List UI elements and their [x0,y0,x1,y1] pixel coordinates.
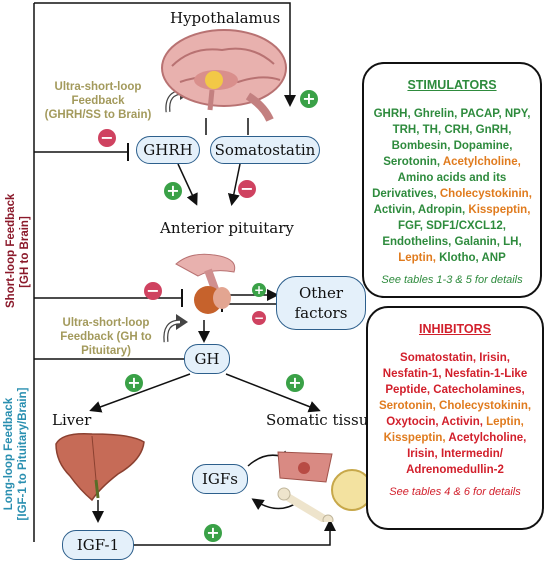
stimulators-item: ANP [481,252,506,264]
stimulators-item: GnRH [475,124,509,136]
short-loop-line1: Short-loop Feedback [5,193,17,308]
inhibitors-item: Kisspeptin [383,432,443,444]
long-loop-line1: Long-loop Feedback [3,397,15,511]
stimulators-item: CRH [444,124,470,136]
stimulators-title: STIMULATORS [407,78,497,92]
stimulators-item: Leptin [398,252,433,264]
stimulators-item: Ghrelin [413,108,455,120]
stimulators-item: LH [503,236,519,248]
plus-icon: + [286,374,304,392]
igf1-node: IGF-1 [62,530,134,560]
pituitary-illustration [175,253,236,314]
stimulators-panel: STIMULATORS GHRH, Ghrelin, PACAP, NPY, T… [362,62,542,298]
minus-icon: − [144,282,162,300]
plus-icon: + [300,90,318,108]
ultra-short-loop-pituitary-label: Ultra-short-loop Feedback (GH to Pituita… [60,317,152,357]
inhibitors-item: Activin [441,416,480,428]
minus-icon: − [252,311,266,325]
inhibitors-item: Acetylcholine [448,432,524,444]
stimulators-item: SDF1/CXCL12 [426,220,503,232]
plus-icon: + [252,283,266,297]
inhibitors-item: Irisin [479,352,507,364]
minus-icon: − [238,180,256,198]
stimulators-item: Acetylcholine [442,156,518,168]
stimulators-item: NPY [504,108,528,120]
stimulators-item: Activin [373,204,412,216]
stimulators-item: PACAP [460,108,499,120]
somatic-tissues-label: Somatic tissues [266,411,385,429]
plus-icon: + [204,524,222,542]
igfs-node: IGFs [192,464,248,494]
stimulators-item: Endothelins [382,236,449,248]
short-loop-feedback-label: Short-loop Feedback [GH to Brain] [4,193,32,308]
stimulators-item: Dopamine [453,140,510,152]
inhibitors-list: Somatostatin, Irisin, Nesfatin-1, Nesfat… [378,352,532,476]
liver-label: Liver [52,411,92,429]
somatic-tissues-illustration [277,451,373,522]
liver-illustration [55,432,145,502]
plus-icon: + [164,182,182,200]
stimulators-item: Kisspeptin [468,204,528,216]
inhibitors-item: Catecholamines [433,384,522,396]
inhibitors-item: Irisin [407,448,435,460]
stimulators-item: Galanin [454,236,497,248]
inhibitors-item: Intermedin/ Adrenomedullin-2 [406,448,504,476]
inhibitors-item: Somatostatin [400,352,473,364]
inhibitors-panel: INHIBITORS Somatostatin, Irisin, Nesfati… [366,306,544,530]
inhibitors-item: Nesfatin-1-Like Peptide [385,368,528,396]
stimulators-item: GHRH [373,108,408,120]
ultra-short-loop-brain-label: Ultra-short-loop Feedback (GHRH/SS to Br… [44,81,152,121]
stimulators-item: Adropin [417,204,462,216]
stimulators-list: GHRH, Ghrelin, PACAP, NPY, TRH, TH, CRH,… [372,108,532,264]
short-loop-line2: [GH to Brain] [19,216,31,288]
ghrh-node: GHRH [136,136,200,164]
stimulators-item: TH [422,124,438,136]
hypothalamus-label: Hypothalamus [170,9,281,27]
brain-illustration [161,29,287,122]
stimulators-item: Klotho [439,252,476,264]
inhibitors-item: Nesfatin-1 [382,368,439,380]
inhibitors-item: Leptin [486,416,521,428]
inhibitors-title: INHIBITORS [419,322,491,336]
stimulators-item: TRH [392,124,417,136]
anterior-pituitary-label: Anterior pituitary [160,219,294,237]
minus-icon: − [98,129,116,147]
stimulators-item: FGF [397,220,420,232]
inhibitors-item: Serotonin [378,400,433,412]
inhibitors-item: Oxytocin [386,416,436,428]
stimulators-item: Bombesin [391,140,448,152]
gh-node: GH [184,344,230,374]
stimulators-item: Serotonin [383,156,437,168]
stimulators-item: Cholecystokinin [439,188,529,200]
plus-icon: + [125,374,143,392]
stimulators-note: See tables 1-3 & 5 for details [381,274,523,286]
inhibitors-item: Cholecystokinin [439,400,528,412]
long-loop-line2: [IGF-1 to Pituitary/Brain] [17,387,29,521]
somatostatin-node: Somatostatin [210,136,320,164]
stimulators-item: Amino acids and its Derivatives [372,172,507,200]
inhibitors-note: See tables 4 & 6 for details [389,486,521,498]
other-factors-node: Other factors [276,276,366,330]
long-loop-feedback-label: Long-loop Feedback [IGF-1 to Pituitary/B… [2,364,30,544]
